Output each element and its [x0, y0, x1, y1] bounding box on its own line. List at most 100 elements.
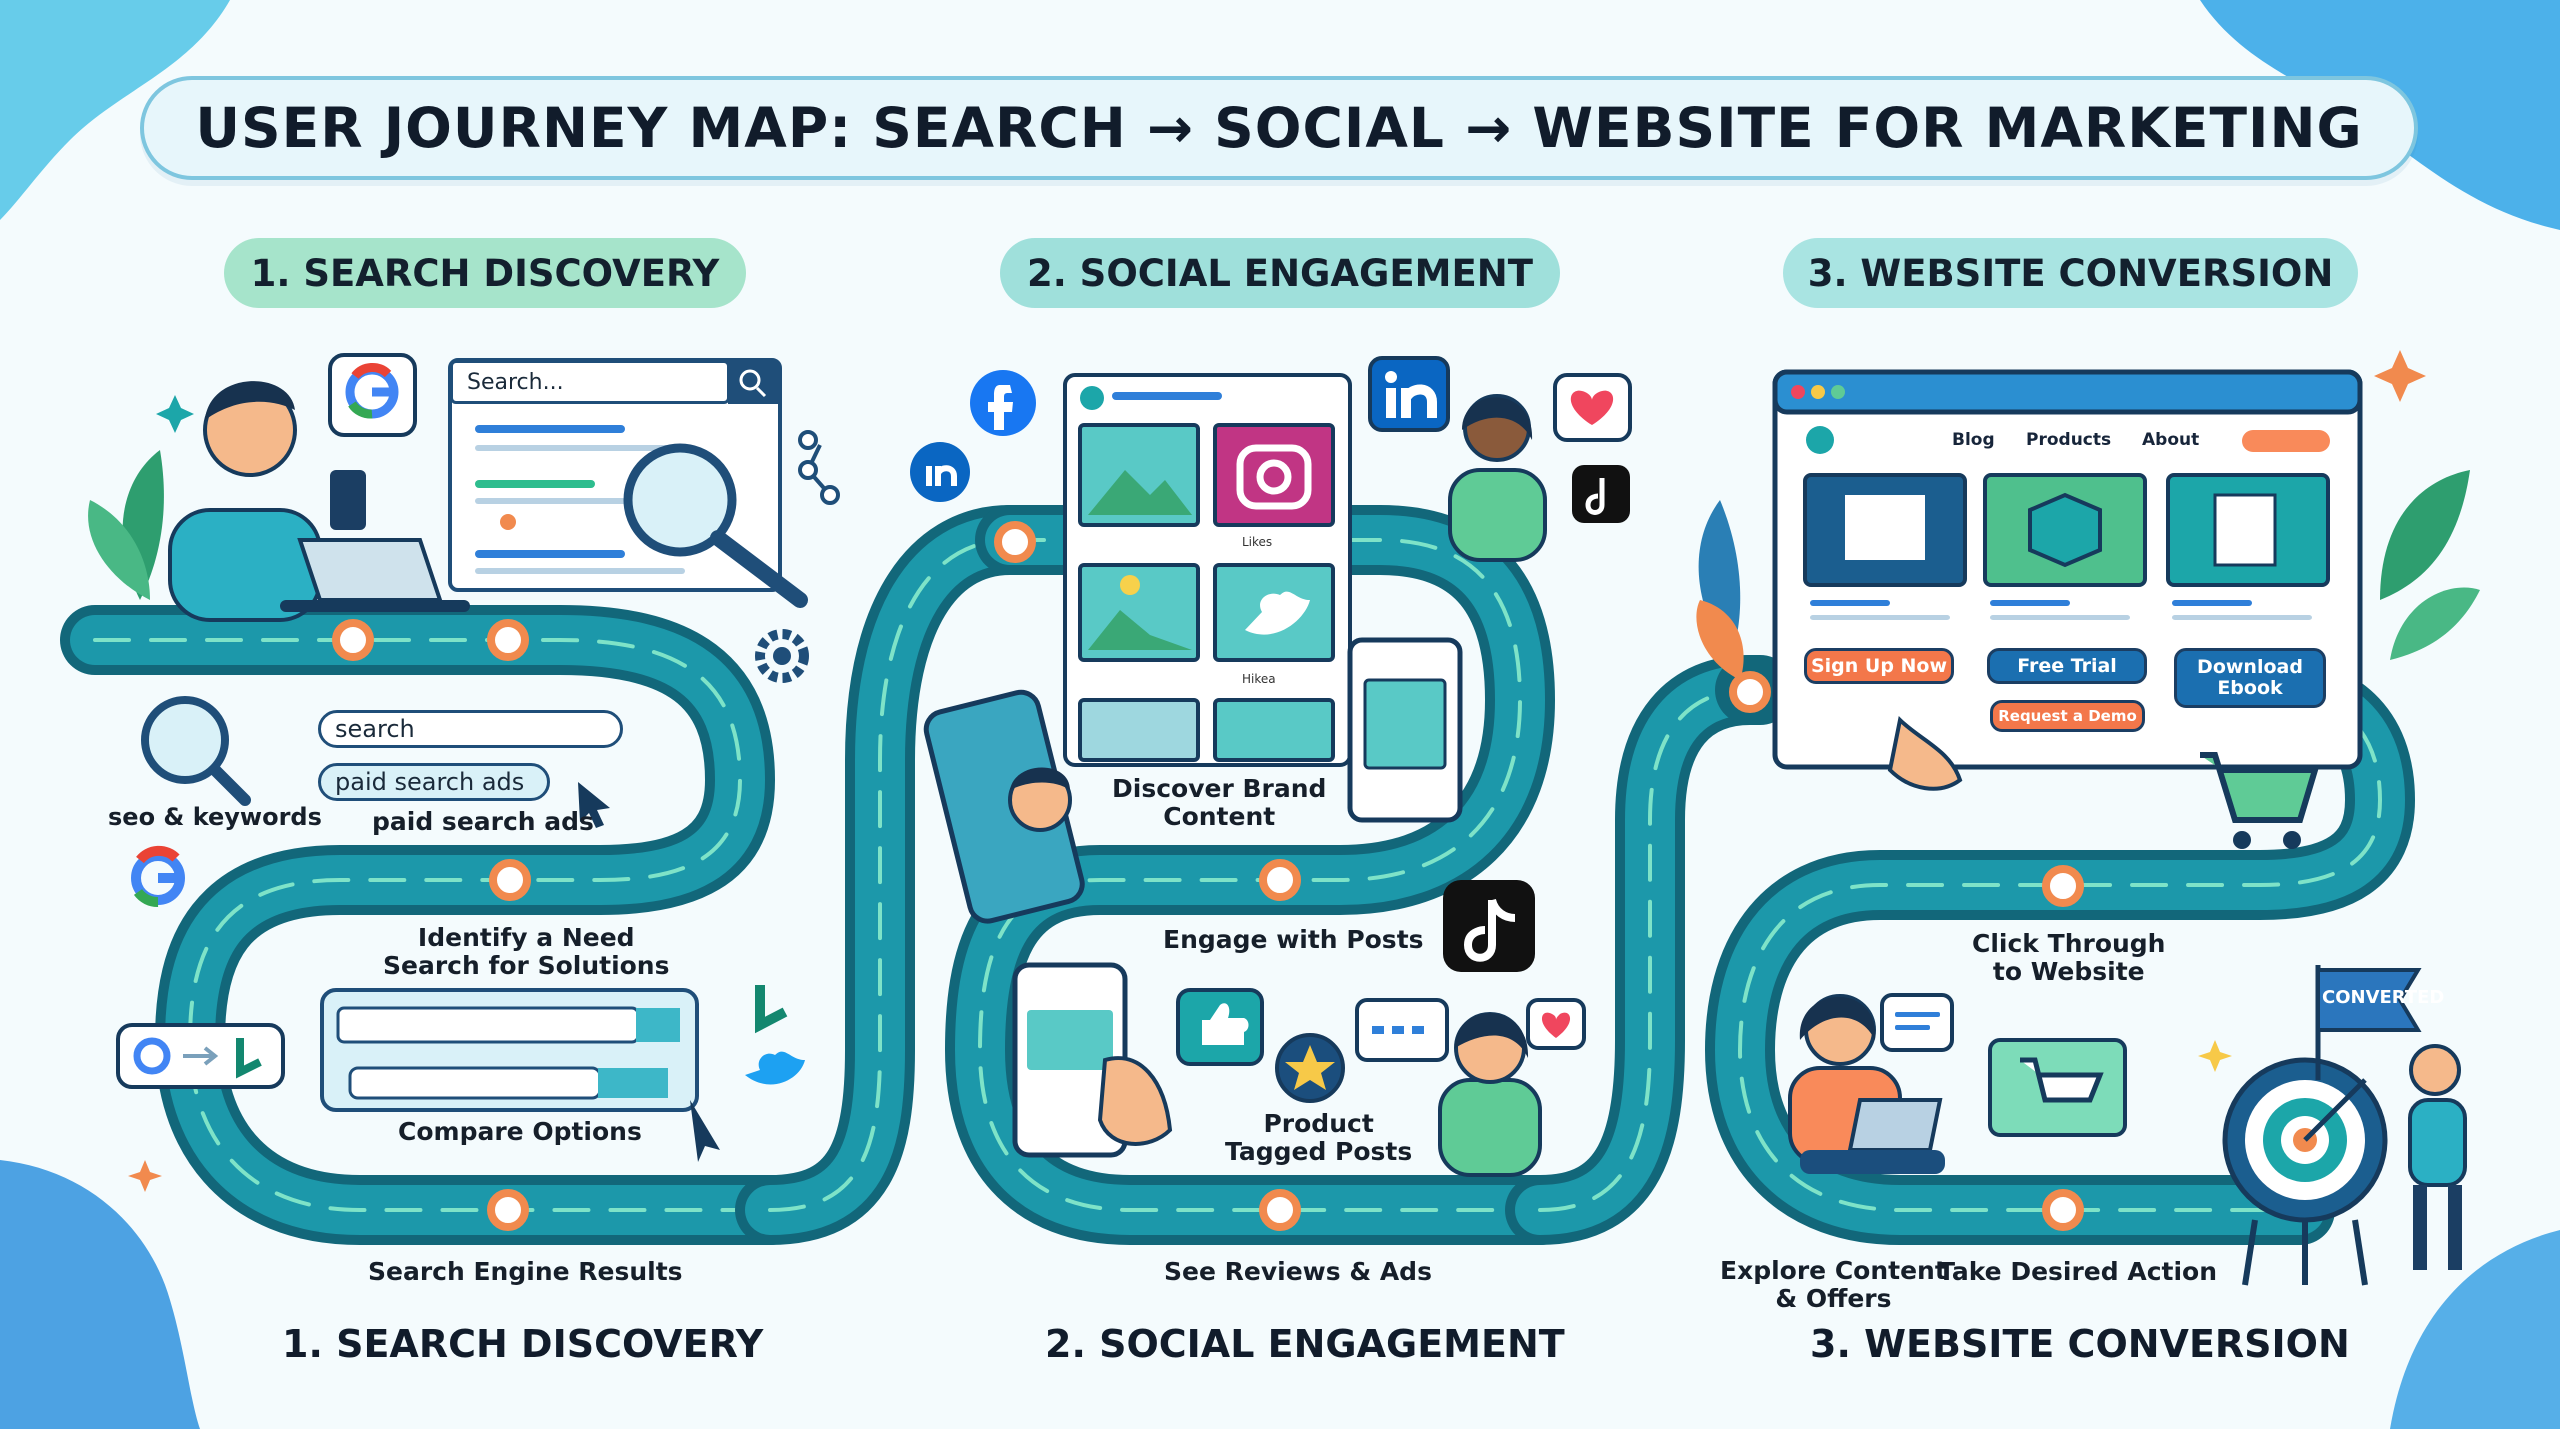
bottom-header-social: 2. SOCIAL ENGAGEMENT — [1045, 1322, 1565, 1366]
compare-options-label: Compare Options — [398, 1117, 642, 1146]
google-vs-bing-card — [116, 1023, 285, 1089]
node-3a — [1729, 671, 1771, 713]
node-2b — [1259, 859, 1301, 901]
stage-pill-social: 2. SOCIAL ENGAGEMENT — [1000, 238, 1560, 308]
browser-search-bar[interactable]: Search... — [450, 360, 730, 404]
man-celebrating — [2408, 1044, 2467, 1270]
social-feed-card — [1063, 373, 1352, 767]
tiktok-icon-small — [1572, 465, 1630, 523]
google-logo-small — [131, 845, 185, 907]
cart-card-icon — [1988, 1038, 2127, 1137]
shopping-cart-icon — [2200, 752, 2320, 849]
search-box-text: search — [335, 715, 415, 743]
corner-blob-top-left — [0, 0, 230, 220]
phone-vertical — [1347, 637, 1463, 823]
paid-ads-tag-text: paid search ads — [335, 768, 525, 796]
leaf-plant-left — [88, 450, 164, 600]
engage-posts-label: Engage with Posts — [1163, 925, 1424, 954]
explore-content-line-1: Explore Content — [1720, 1256, 1947, 1285]
hikea-text: Hikea — [1242, 672, 1276, 686]
node-1c — [489, 859, 531, 901]
product-tagged-line-2: Tagged Posts — [1225, 1136, 1413, 1166]
identify-need-label: Identify a Need Search for Solutions — [383, 924, 670, 979]
person-laptop-searching — [168, 381, 470, 622]
share-network-icon — [798, 430, 840, 505]
star-badge — [1275, 1033, 1345, 1103]
path-stage-2 — [944, 505, 1575, 1245]
stage-pill-website: 3. WEBSITE CONVERSION — [1783, 238, 2358, 308]
heart-bubble-small — [1526, 998, 1586, 1050]
node-1b — [487, 619, 529, 661]
woman-phone-top-right — [1448, 394, 1547, 562]
path-nodes — [332, 521, 2084, 1231]
woman-laptop — [1788, 994, 1945, 1174]
cursor-arrow-icon — [578, 782, 610, 828]
bottom-header-website: 3. WEBSITE CONVERSION — [1810, 1322, 2350, 1366]
paid-search-ads-label: paid search ads — [372, 807, 594, 836]
tiktok-icon-large — [1443, 880, 1535, 972]
target-bullseye-icon — [2222, 1057, 2388, 1286]
stage-pill-search: 1. SEARCH DISCOVERY — [224, 238, 746, 308]
search-engine-results-label: Search Engine Results — [368, 1257, 683, 1286]
node-1a — [332, 619, 374, 661]
plant-left-stage3 — [1696, 500, 1744, 680]
product-tagged-label: Product Tagged Posts — [1225, 1110, 1412, 1165]
hand-pointing-cta — [1887, 715, 1963, 791]
download-ebook-line-2: Ebook — [2217, 677, 2283, 699]
nav-blog[interactable]: Blog — [1952, 430, 1995, 450]
corner-blob-bottom-right — [2390, 1230, 2560, 1429]
node-2c — [1259, 1189, 1301, 1231]
node-1d — [487, 1189, 529, 1231]
discover-brand-line-1: Discover Brand — [1112, 774, 1327, 803]
gear-icon — [755, 629, 809, 683]
seo-keywords-label: seo & keywords — [108, 803, 322, 831]
node-2a — [994, 521, 1036, 563]
bing-icon — [755, 985, 788, 1034]
path-connector-2-3 — [1505, 655, 1785, 1245]
phone-hand-bottom — [1012, 962, 1173, 1158]
chat-bubble-icon — [1880, 993, 1954, 1052]
explore-content-line-2: & Offers — [1775, 1283, 1892, 1313]
bottom-header-search: 1. SEARCH DISCOVERY — [282, 1322, 764, 1366]
compare-options-panel — [320, 988, 720, 1162]
nav-about[interactable]: About — [2142, 430, 2200, 450]
phone-hand-person — [923, 689, 1085, 924]
product-tagged-line-1: Product — [1263, 1109, 1374, 1138]
thumbs-up-bubble — [1176, 988, 1264, 1066]
node-3b — [2042, 865, 2084, 907]
linkedin-badge — [1368, 356, 1450, 432]
download-ebook-button[interactable]: Download Ebook — [2174, 648, 2326, 708]
plant-right — [2380, 470, 2480, 660]
heart-bubble-icon — [1553, 373, 1632, 442]
seo-magnifier-icon — [141, 696, 251, 806]
discover-brand-line-2: Content — [1163, 801, 1276, 831]
converted-flag-text: CONVERTED — [2322, 987, 2445, 1008]
search-box[interactable]: search — [318, 710, 623, 748]
take-action-label: Take Desired Action — [1938, 1257, 2218, 1286]
identify-need-line-1: Identify a Need — [417, 923, 635, 952]
main-title-text: USER JOURNEY MAP: SEARCH → SOCIAL → WEBS… — [195, 96, 2363, 160]
node-3c — [2042, 1189, 2084, 1231]
free-trial-button[interactable]: Free Trial — [1987, 648, 2147, 684]
sign-up-now-button[interactable]: Sign Up Now — [1804, 648, 1954, 684]
request-demo-button[interactable]: Request a Demo — [1990, 700, 2145, 732]
click-through-line-1: Click Through — [1972, 929, 2166, 958]
download-ebook-line-1: Download — [2197, 656, 2303, 679]
paid-search-ads-tag[interactable]: paid search ads — [318, 763, 550, 801]
sparkle-decorations — [128, 350, 2426, 1192]
woman-phone-bottom — [1438, 1012, 1542, 1177]
linkedin-icon-small — [910, 442, 970, 502]
nav-products[interactable]: Products — [2026, 430, 2112, 450]
reviews-ads-label: See Reviews & Ads — [1164, 1257, 1432, 1286]
path-connector-1-2 — [735, 505, 1045, 1245]
path-stage-1 — [60, 605, 805, 1245]
browser-search-placeholder: Search... — [467, 369, 564, 395]
likes-text: Likes — [1242, 535, 1273, 549]
google-badge — [328, 353, 417, 437]
corner-blob-bottom-left — [0, 1160, 200, 1429]
explore-content-label: Explore Content & Offers — [1720, 1257, 1947, 1312]
facebook-icon — [970, 370, 1036, 436]
magnifier-large — [623, 443, 808, 608]
click-through-label: Click Through to Website — [1972, 930, 2165, 985]
